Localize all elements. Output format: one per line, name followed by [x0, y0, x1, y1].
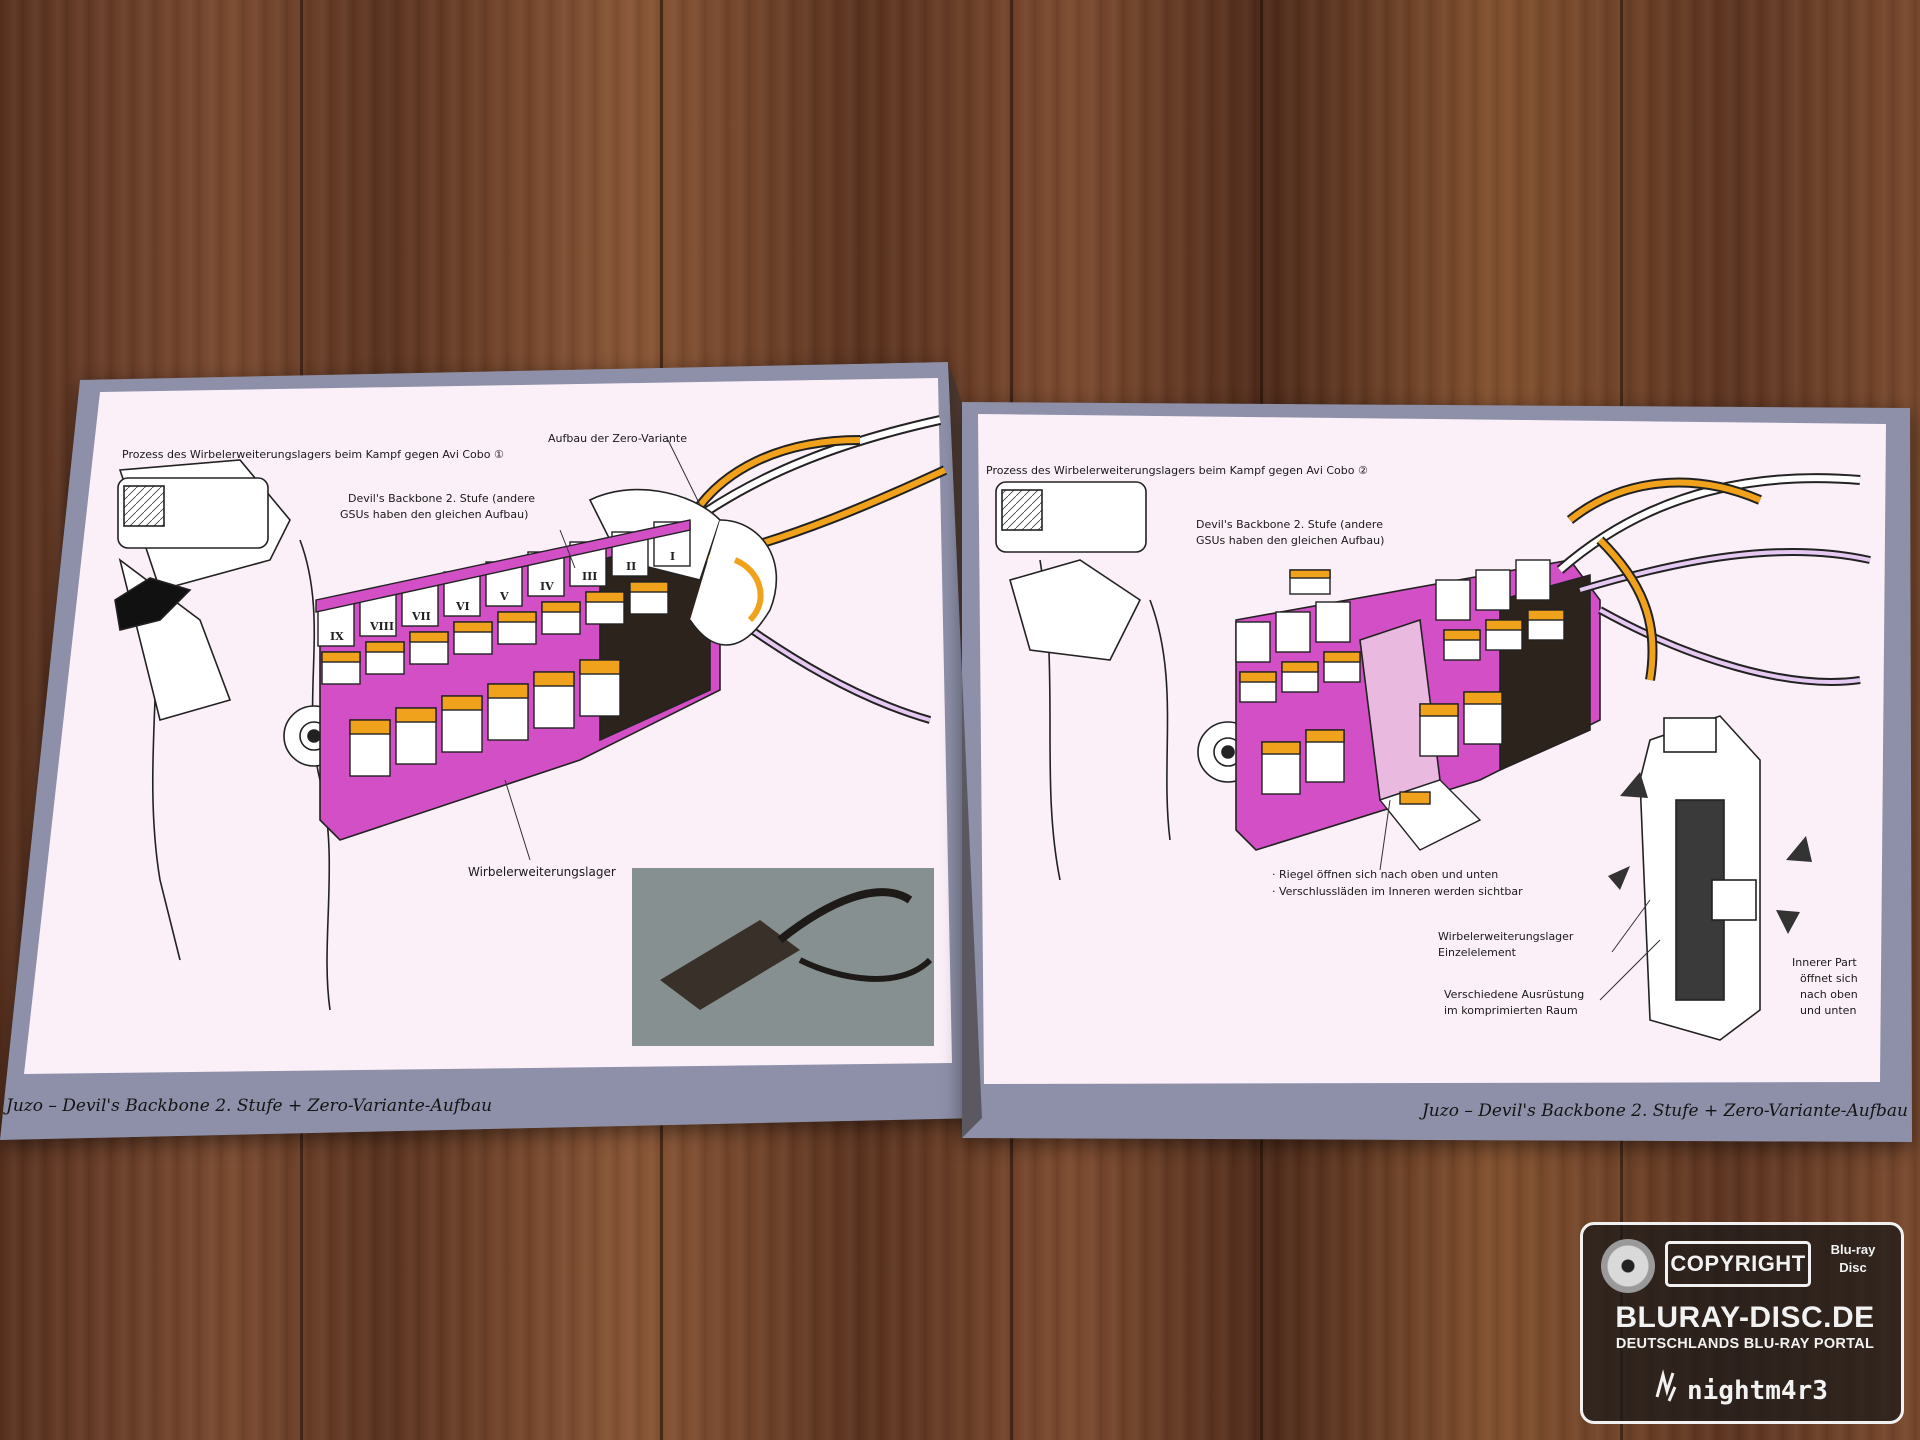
left-callout-zero: Aufbau der Zero-Variante: [548, 432, 687, 445]
left-footer: Juzo – Devil's Backbone 2. Stufe + Zero-…: [3, 1096, 492, 1116]
right-footer: Juzo – Devil's Backbone 2. Stufe + Zero-…: [1419, 1101, 1908, 1121]
roman-numeral: VIII: [369, 620, 394, 633]
bluray-logo: Blu-ray Disc: [1815, 1241, 1891, 1277]
right-tile-row-top: [1235, 559, 1551, 663]
right-callout-equipment-line2: im komprimierten Raum: [1444, 1004, 1578, 1017]
disc-icon: [1601, 1239, 1655, 1293]
roman-numeral: IV: [540, 580, 554, 593]
left-tile-row-middle: [321, 581, 669, 685]
right-callout-inner-line4: und unten: [1800, 1004, 1856, 1017]
right-tile-row-middle: [1239, 609, 1565, 703]
watermark-copyright: COPYRIGHT: [1665, 1241, 1811, 1287]
spine-shadow: [948, 362, 982, 1138]
left-header: Prozess des Wirbelerweiterungslagers bei…: [122, 448, 504, 461]
right-callout-equipment-line1: Verschiedene Ausrüstung: [1444, 988, 1584, 1001]
roman-numeral: II: [626, 560, 636, 573]
copyright-watermark: COPYRIGHT Blu-ray Disc BLURAY-DISC.DE DE…: [1580, 1222, 1904, 1424]
left-leader-lines: [504, 439, 701, 861]
roman-numeral: I: [670, 550, 675, 563]
watermark-signature-text: nightm4r3: [1687, 1376, 1828, 1406]
left-tile-row-bottom: [349, 659, 621, 777]
watermark-tagline: DEUTSCHLANDS BLU-RAY PORTAL: [1615, 1336, 1875, 1352]
single-element-diagram: [1639, 715, 1761, 1041]
right-callout-element-line1: Wirbelerweiterungslager: [1438, 930, 1574, 943]
bluray-logo-line1: Blu-ray: [1830, 1242, 1876, 1257]
left-callout-lager: Wirbelerweiterungslager: [468, 865, 616, 879]
right-callout-element-line2: Einzelelement: [1438, 946, 1517, 959]
left-callout-backbone-line1: Devil's Backbone 2. Stufe (andere: [348, 492, 535, 505]
roman-numerals: IX VIII VII VI V IV III II I: [330, 550, 675, 643]
right-header: Prozess des Wirbelerweiterungslagers bei…: [986, 464, 1368, 477]
right-leader-lines: [1379, 799, 1661, 1001]
right-callout-inner-line2: öffnet sich: [1800, 972, 1858, 985]
right-callout-inner-line1: Innerer Part: [1792, 956, 1857, 969]
right-callout-backbone-line1: Devil's Backbone 2. Stufe (andere: [1196, 518, 1383, 531]
right-callout-inner-line3: nach oben: [1800, 988, 1858, 1001]
roman-numeral: III: [582, 570, 597, 583]
roman-numeral: VI: [455, 600, 470, 613]
right-bullet-2: · Verschlussläden im Inneren werden sich…: [1272, 885, 1523, 898]
left-callout-backbone-line2: GSUs haben den gleichen Aufbau): [340, 508, 528, 521]
left-inset-photo: [632, 868, 934, 1046]
open-arrows: [1608, 772, 1812, 934]
right-bullet-1: · Riegel öffnen sich nach oben und unten: [1272, 868, 1498, 881]
right-tile-row-bottom: [1261, 691, 1503, 851]
roman-numeral: V: [499, 590, 509, 603]
roman-numeral: VII: [411, 610, 431, 623]
left-tile-row-top: [315, 519, 691, 647]
watermark-site: BLURAY-DISC.DE: [1615, 1301, 1875, 1334]
watermark-signature: nightm4r3: [1655, 1369, 1828, 1406]
bluray-logo-line2: Disc: [1839, 1260, 1867, 1275]
roman-numeral: IX: [330, 630, 344, 643]
right-callout-backbone-line2: GSUs haben den gleichen Aufbau): [1196, 534, 1384, 547]
